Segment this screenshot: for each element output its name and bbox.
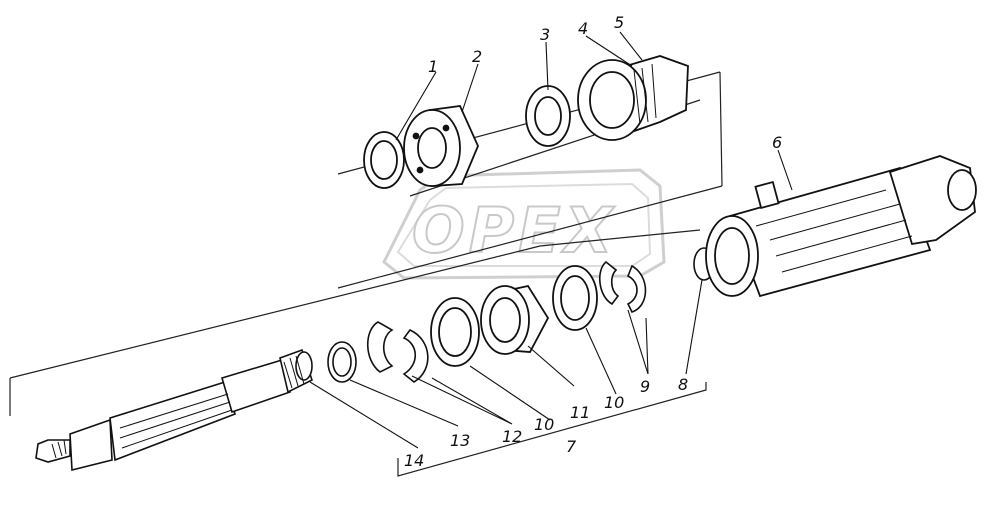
callout-1: 1 — [428, 57, 438, 76]
callout-2: 2 — [472, 47, 482, 66]
ring-10-right — [552, 265, 598, 331]
opex-watermark: OPEX — [382, 168, 666, 280]
seal-ring-13 — [327, 341, 357, 383]
bushing-11 — [480, 284, 550, 355]
callout-8: 8 — [678, 375, 688, 394]
callout-10-left: 10 — [534, 415, 554, 434]
callout-6: 6 — [772, 133, 782, 152]
ring-10-left — [430, 297, 480, 367]
callout-10-right: 10 — [604, 393, 624, 412]
callout-4: 4 — [578, 19, 588, 38]
seal-1 — [363, 131, 405, 189]
callout-5: 5 — [614, 13, 624, 32]
callout-9: 9 — [640, 377, 650, 396]
ring-3 — [525, 85, 571, 147]
callout-11: 11 — [570, 403, 590, 422]
cylinder-body — [705, 155, 977, 298]
gland-4-5 — [577, 55, 689, 141]
split-ring-9 — [599, 260, 647, 313]
split-ring-12 — [367, 321, 429, 383]
callout-7: 7 — [566, 437, 577, 456]
callout-3: 3 — [540, 25, 550, 44]
callout-13: 13 — [450, 431, 470, 450]
watermark-text: OPEX — [412, 194, 616, 267]
callout-12: 12 — [502, 427, 522, 446]
piston-rod — [35, 348, 313, 472]
leader-lines — [309, 31, 793, 449]
callout-labels: 1 2 3 4 5 6 7 8 9 10 11 10 12 13 14 — [404, 13, 782, 470]
callout-14: 14 — [404, 451, 424, 470]
guide-nut-2 — [403, 105, 479, 187]
